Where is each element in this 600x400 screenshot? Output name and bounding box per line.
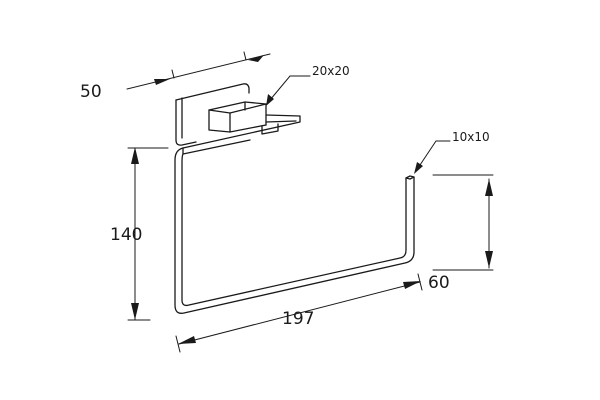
dimension-width-label: 197 (282, 309, 314, 329)
leader-bar-section (414, 140, 451, 174)
dimension-height (127, 147, 169, 321)
bar-section-label: 10x10 (452, 130, 490, 144)
dimension-depth (126, 51, 271, 90)
mount-bracket (208, 101, 267, 133)
dimension-projection (432, 174, 494, 271)
dimension-depth-label: 50 (80, 82, 102, 102)
dimension-height-label: 140 (110, 225, 142, 245)
support-arm (182, 103, 301, 155)
dimension-projection-label: 60 (428, 273, 450, 293)
mount-section-label: 20x20 (312, 64, 350, 78)
dimension-width (175, 273, 423, 353)
towel-ring (174, 147, 415, 314)
wall-plate (175, 83, 250, 146)
leader-mount-section (266, 75, 311, 106)
